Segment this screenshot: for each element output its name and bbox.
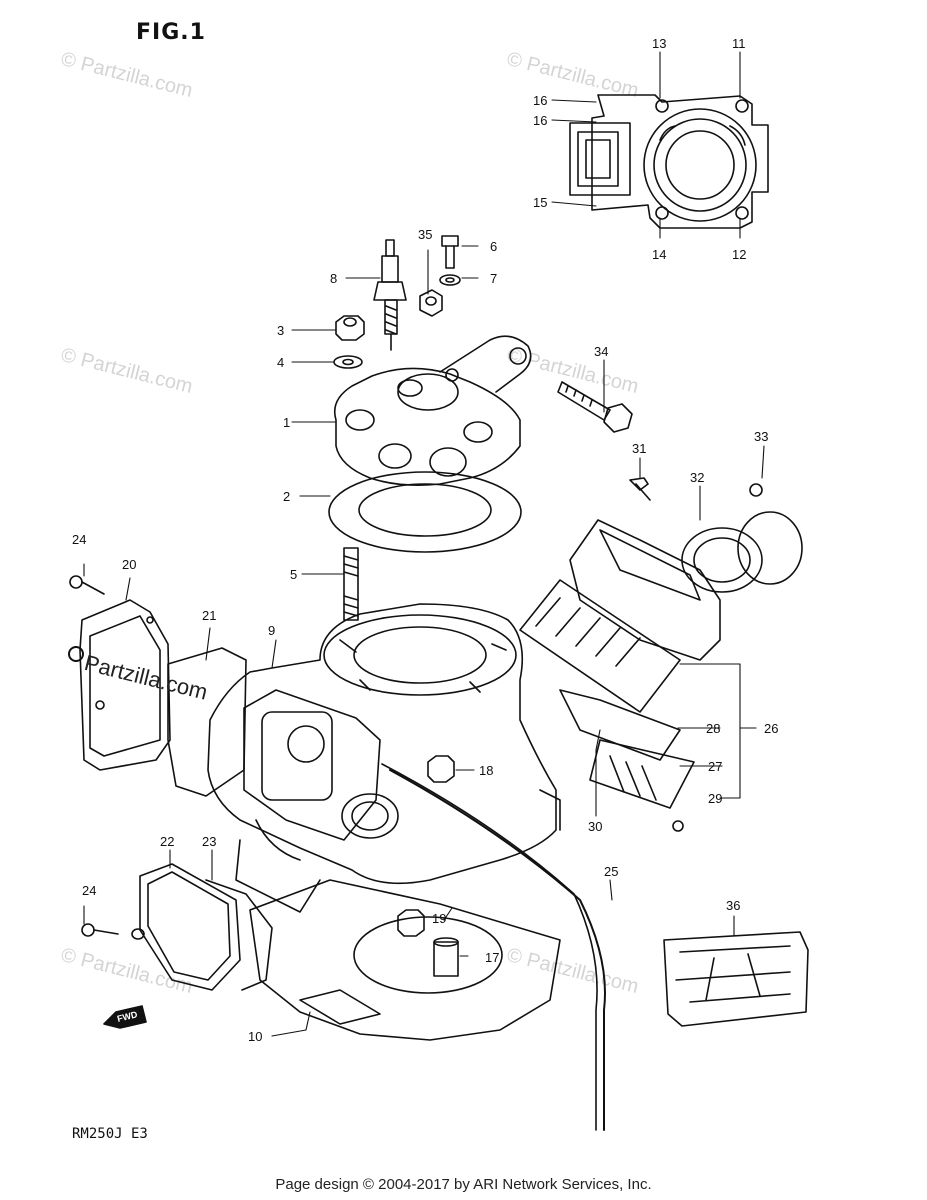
callout-24: 24: [72, 532, 86, 547]
callout-1: 1: [283, 415, 290, 430]
callout-15: 15: [533, 195, 547, 210]
callout-30: 30: [588, 819, 602, 834]
base-gasket: [249, 879, 561, 1041]
bolts-24: [69, 575, 145, 940]
callout-26: 26: [764, 721, 778, 736]
side-cover: [79, 599, 247, 797]
callout-17: 17: [485, 950, 499, 965]
figure-title: FIG.1: [136, 20, 206, 45]
callout-9: 9: [268, 623, 275, 638]
callout-32: 32: [690, 470, 704, 485]
callout-33: 33: [754, 429, 768, 444]
spark-plug: [373, 239, 407, 351]
cylinder-head: [333, 335, 532, 486]
callout-6: 6: [490, 239, 497, 254]
callout-29: 29: [708, 791, 722, 806]
callout-35: 35: [418, 227, 432, 242]
stud-bolt: [343, 547, 359, 621]
exhaust-cover: [139, 863, 273, 991]
inset-cylinder-top-view: [569, 94, 769, 229]
callout-5: 5: [290, 567, 297, 582]
callout-21: 21: [202, 608, 216, 623]
callout-3: 3: [277, 323, 284, 338]
gasket-set-36: [663, 931, 809, 1027]
callout-11: 11: [732, 36, 746, 51]
callout-12: 12: [732, 247, 746, 262]
callout-7: 7: [490, 271, 497, 286]
callout-25: 25: [604, 864, 618, 879]
callout-34: 34: [594, 344, 608, 359]
callout-27: 27: [708, 759, 722, 774]
callout-36: 36: [726, 898, 740, 913]
intake-assembly: [519, 477, 803, 832]
head-gasket: [328, 471, 522, 553]
callout-18: 18: [479, 763, 493, 778]
callout-20: 20: [122, 557, 136, 572]
breather-hose: [381, 763, 598, 1131]
callout-13: 13: [652, 36, 666, 51]
callout-ring: [68, 646, 84, 662]
callout-2: 2: [283, 489, 290, 504]
callout-19: 19: [432, 911, 446, 926]
callout-31: 31: [632, 441, 646, 456]
callout-4: 4: [277, 355, 284, 370]
leader-lines: [83, 51, 765, 1037]
dowel-nuts: [397, 755, 459, 977]
callout-labels: 1 2 3 4 5 6 7 8 9 10 11 12 13 14 15 16 1…: [72, 36, 778, 1044]
callout-10: 10: [248, 1029, 262, 1044]
callout-8: 8: [330, 271, 337, 286]
callout-16: 16: [533, 113, 547, 128]
fwd-arrow: [103, 1005, 147, 1029]
bolt-34: [557, 381, 633, 433]
callout-14: 14: [652, 247, 666, 262]
cylinder-body: [207, 603, 561, 913]
model-code: RM250J E3: [72, 1126, 148, 1142]
fwd-label: FWD: [116, 1009, 139, 1024]
callout-23: 23: [202, 834, 216, 849]
callout-28: 28: [706, 721, 720, 736]
callout-24: 24: [82, 883, 96, 898]
footer-copyright: Page design © 2004-2017 by ARI Network S…: [275, 1176, 652, 1193]
callout-22: 22: [160, 834, 174, 849]
callout-16: 16: [533, 93, 547, 108]
